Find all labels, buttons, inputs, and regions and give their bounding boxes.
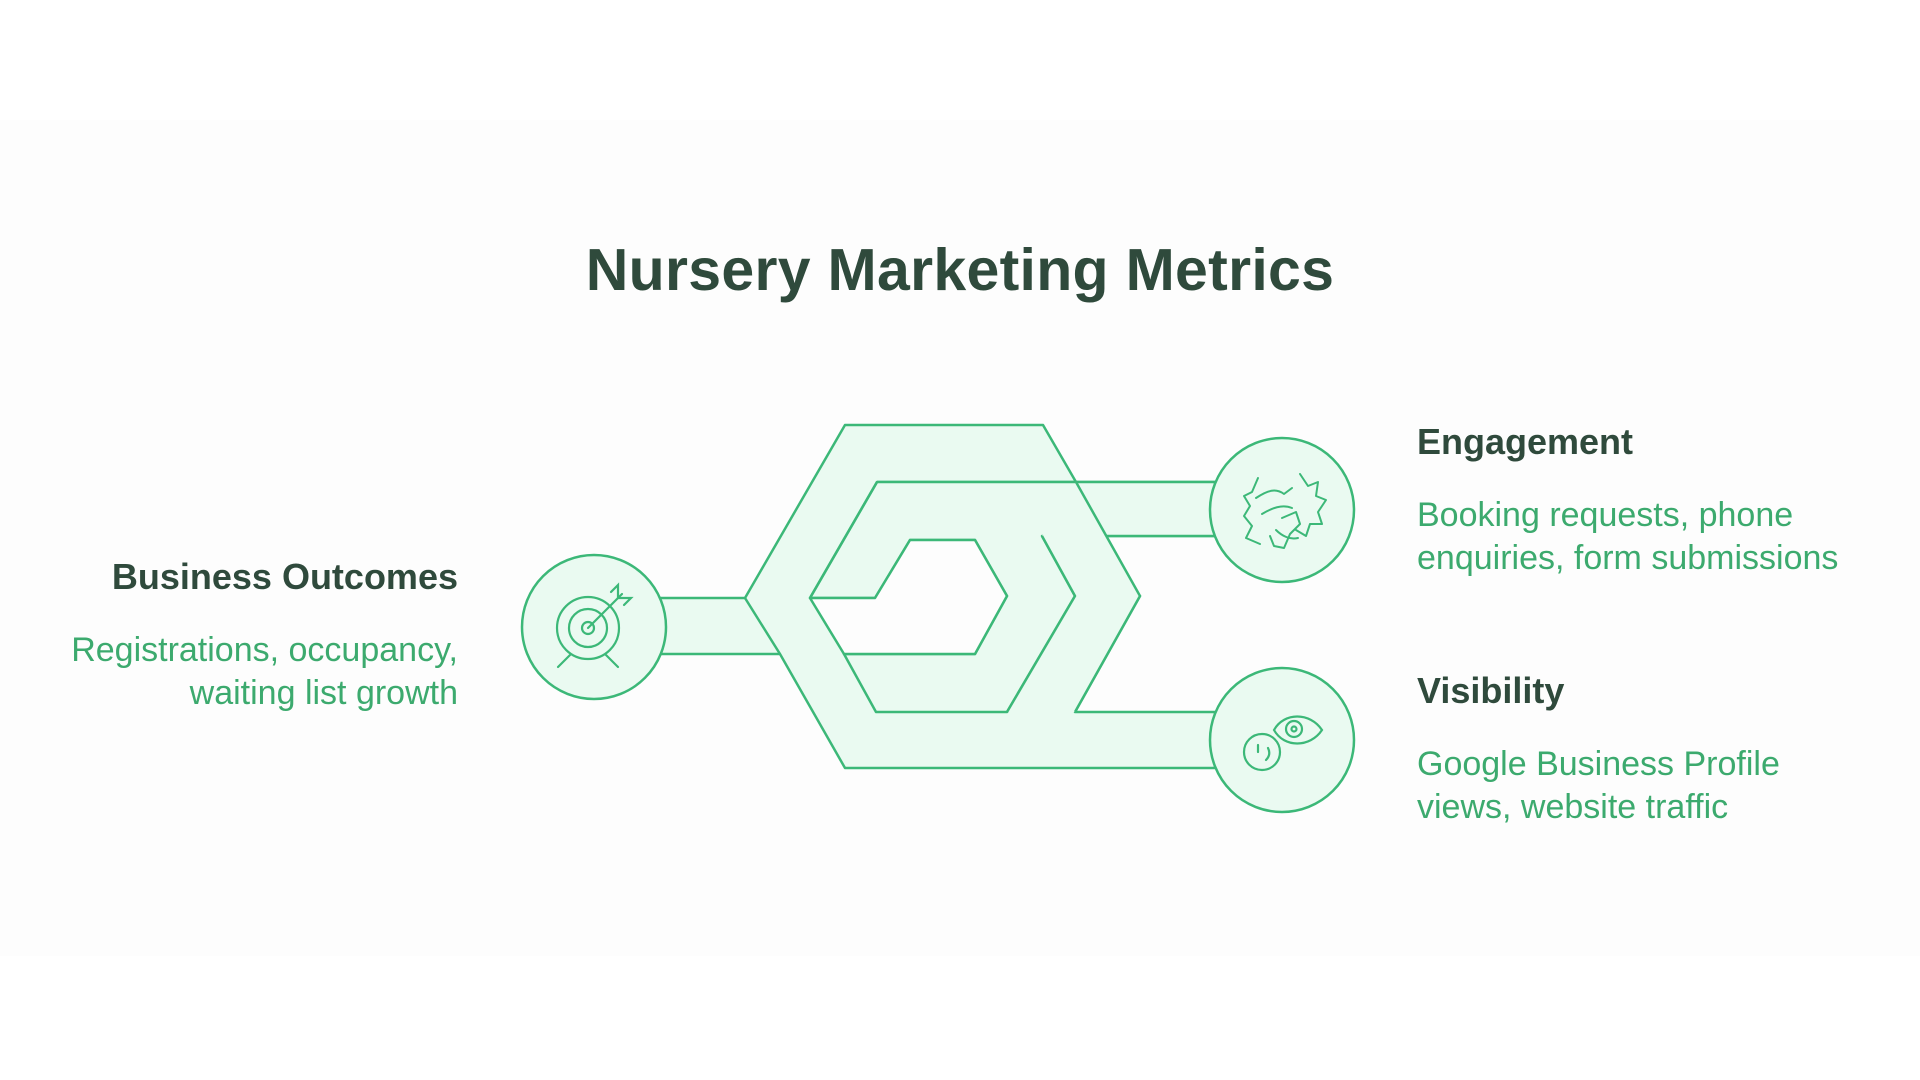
business-outcomes-block: Business Outcomes Registrations, occupan… [0, 555, 458, 715]
business-outcomes-description-line2: waiting list growth [189, 674, 458, 712]
business-outcomes-description: Registrations, occupancy, waiting list g… [0, 629, 458, 715]
engagement-description-line2: enquiries, form submissions [1417, 539, 1839, 577]
business-outcomes-heading: Business Outcomes [111, 556, 458, 597]
handshake-icon [1243, 473, 1327, 549]
business-outcomes-description-line1: Registrations, occupancy, [71, 631, 458, 669]
visibility-heading: Visibility [1417, 670, 1565, 711]
engagement-description: Booking requests, phone enquiries, form … [1417, 494, 1887, 580]
eye-icon [1242, 715, 1324, 772]
visibility-block: Visibility Google Business Profile views… [1417, 669, 1887, 829]
engagement-description-line1: Booking requests, phone [1417, 496, 1794, 534]
engagement-heading: Engagement [1417, 421, 1634, 462]
target-icon [555, 582, 634, 669]
channel-lines [743, 481, 1142, 713]
visibility-description-line1: Google Business Profile [1417, 745, 1780, 783]
engagement-block: Engagement Booking requests, phone enqui… [1417, 420, 1887, 580]
visibility-description: Google Business Profile views, website t… [1417, 743, 1887, 829]
page-title: Nursery Marketing Metrics [585, 237, 1335, 303]
inner-hex-hole [808, 538, 1009, 656]
visibility-description-line2: views, website traffic [1417, 788, 1729, 826]
node-engagement [1208, 436, 1356, 584]
